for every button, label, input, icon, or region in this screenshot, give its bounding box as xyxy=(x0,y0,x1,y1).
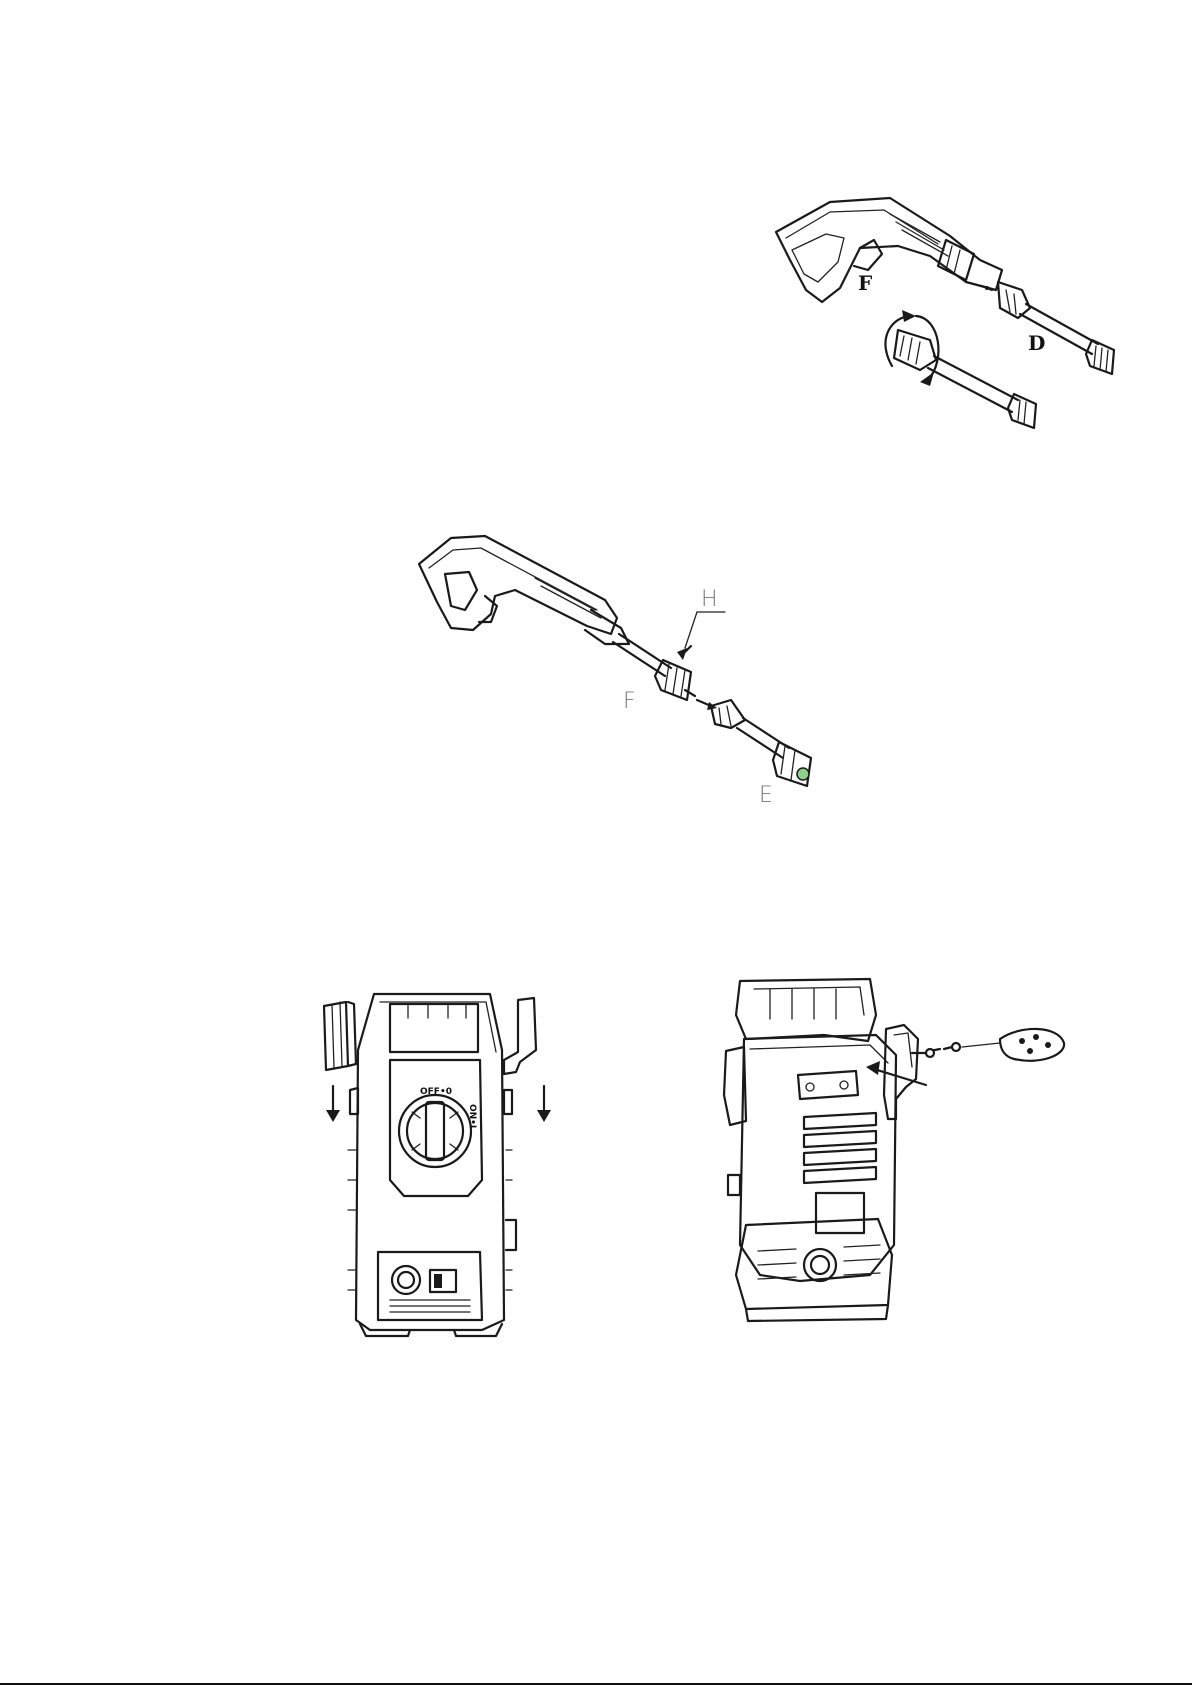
washer-body-rear xyxy=(724,979,918,1321)
label-e: E xyxy=(759,783,773,808)
switch-on-label: ON•I xyxy=(467,1104,477,1128)
screw-pair xyxy=(912,1049,934,1057)
label-h: H xyxy=(701,587,718,612)
figure-gun-lance-assembly: F D xyxy=(770,190,1180,460)
extension-lance-e xyxy=(711,700,811,786)
lance-d xyxy=(998,282,1114,374)
figure-gun-extension-assembly: H F E xyxy=(415,530,875,845)
spray-gun xyxy=(776,198,1002,302)
washer-body: OFF•0 ON•I xyxy=(348,994,516,1336)
label-f: F xyxy=(858,271,872,295)
label-f: F xyxy=(623,689,636,714)
label-d: D xyxy=(1028,331,1045,355)
washer-rear-drawing xyxy=(700,975,1080,1340)
rotating-nozzle xyxy=(885,310,1036,428)
screwdriver xyxy=(930,1029,1064,1061)
switch-off-label: OFF•0 xyxy=(420,1087,452,1097)
figure-washer-rear-view xyxy=(700,975,1080,1340)
accessory-holder-left xyxy=(324,1002,356,1122)
gun-lance-drawing: F D xyxy=(770,190,1180,460)
nozzle-h xyxy=(655,612,725,700)
washer-front-drawing: OFF•0 ON•I xyxy=(320,990,570,1340)
lance-f xyxy=(613,634,671,676)
spray-gun-handle xyxy=(419,536,629,644)
gun-extension-drawing: H F E xyxy=(415,530,875,845)
figure-washer-front-view: OFF•0 ON•I xyxy=(320,990,570,1340)
